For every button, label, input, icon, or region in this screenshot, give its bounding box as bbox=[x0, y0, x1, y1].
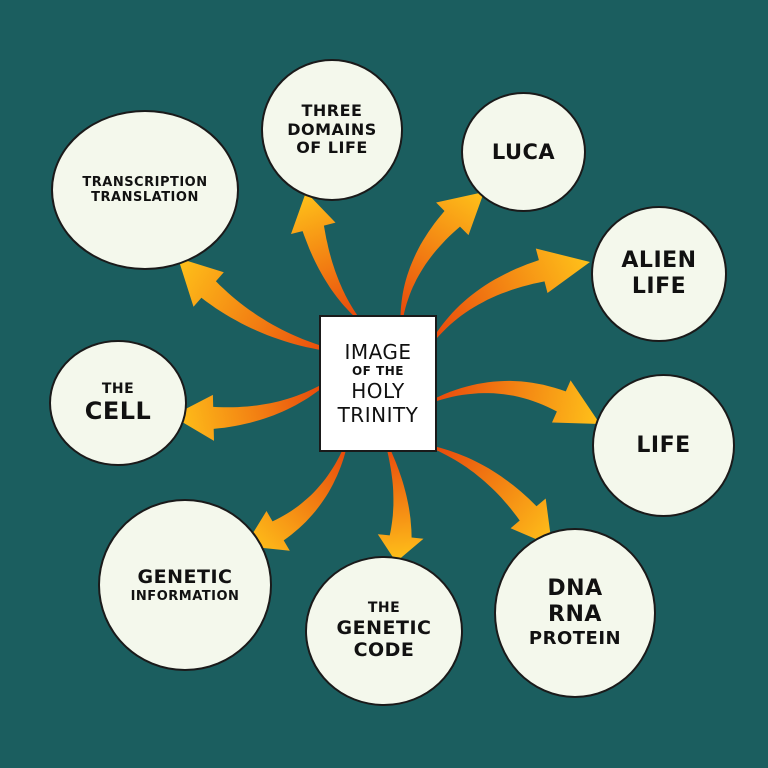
center-label-line: OF THE bbox=[351, 364, 404, 379]
arrow-to-genetic-code bbox=[377, 447, 424, 562]
node-label-line: RNA bbox=[548, 602, 602, 628]
node-dna-rna-protein: DNA RNA PROTEIN bbox=[494, 528, 656, 698]
arrow-to-life bbox=[434, 380, 600, 424]
node-label-line: ALIEN bbox=[621, 248, 697, 274]
node-three-domains-of-life: THREE DOMAINS OF LIFE bbox=[261, 59, 403, 201]
node-the-genetic-code: THE GENETIC CODE bbox=[305, 556, 463, 706]
node-label-line: CELL bbox=[84, 397, 152, 426]
node-label-line: LUCA bbox=[491, 139, 556, 164]
node-label-line: LIFE bbox=[631, 274, 687, 299]
node-label-line: DNA bbox=[547, 576, 603, 602]
node-label-line: INFORMATION bbox=[130, 588, 240, 604]
node-label-line: GENETIC bbox=[137, 566, 233, 589]
node-label-line: THE bbox=[367, 600, 401, 617]
node-label-line: DOMAINS bbox=[287, 119, 377, 139]
center-label-line: HOLY bbox=[351, 378, 405, 403]
node-label-line: OF LIFE bbox=[296, 138, 368, 158]
node-label-line: TRANSLATION bbox=[91, 190, 199, 205]
node-genetic-information: GENETIC INFORMATION bbox=[98, 499, 272, 671]
node-transcription-translation: TRANSCRIPTION TRANSLATION bbox=[51, 110, 239, 270]
arrow-to-alien-life bbox=[433, 248, 590, 339]
node-label-line: THE bbox=[101, 380, 135, 397]
node-label-line: LIFE bbox=[636, 432, 691, 458]
node-label-line: GENETIC bbox=[336, 616, 432, 639]
arrow-to-dna bbox=[434, 446, 552, 546]
node-label-line: PROTEIN bbox=[528, 628, 622, 650]
node-alien-life: ALIEN LIFE bbox=[591, 206, 727, 342]
arrow-to-luca bbox=[400, 192, 484, 317]
node-label-line: TRANSCRIPTION bbox=[82, 174, 208, 190]
node-luca: LUCA bbox=[461, 92, 586, 212]
node-label-line: CODE bbox=[353, 639, 415, 662]
node-label-line: THREE bbox=[301, 100, 363, 120]
center-label-line: TRINITY bbox=[337, 402, 419, 427]
center-label-line: IMAGE bbox=[344, 340, 412, 365]
arrow-to-three-domains bbox=[291, 192, 358, 317]
arrow-to-the-cell bbox=[172, 384, 323, 441]
node-life: LIFE bbox=[592, 374, 735, 517]
center-box: IMAGE OF THE HOLY TRINITY bbox=[319, 315, 437, 452]
arrow-to-genetic-info bbox=[245, 447, 347, 551]
arrow-to-transcription bbox=[178, 258, 331, 352]
node-the-cell: THE CELL bbox=[49, 340, 187, 466]
